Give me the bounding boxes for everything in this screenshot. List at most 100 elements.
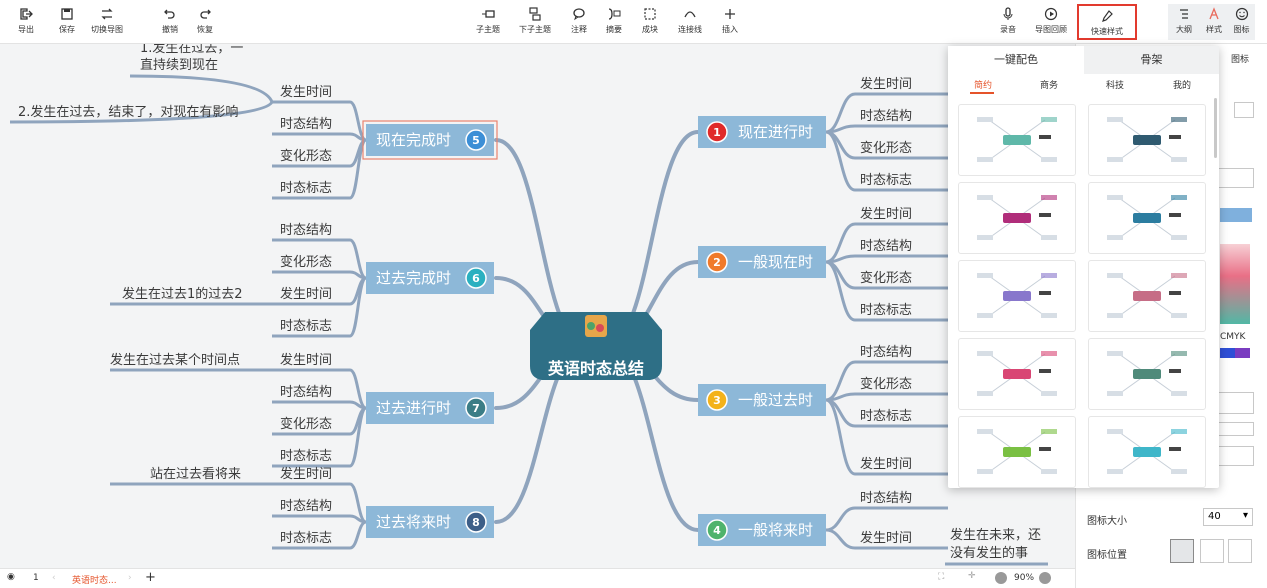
- subtopic-label: 变化形态: [860, 376, 912, 392]
- save-button[interactable]: 保存: [59, 7, 75, 35]
- icon-position-left[interactable]: [1170, 539, 1194, 563]
- badge-number: 8: [472, 516, 480, 529]
- note-text: 2.发生在过去，结束了，对现在有影响: [18, 104, 238, 120]
- subtopic-label: 时态结构: [280, 499, 332, 514]
- brush-icon: [1102, 10, 1113, 22]
- style-thumbnail[interactable]: [958, 260, 1076, 332]
- style-thumbnail[interactable]: [1088, 104, 1206, 176]
- subtopic-label: 时态结构: [860, 345, 912, 360]
- number-badge: [706, 389, 728, 411]
- record-button[interactable]: 录音: [1000, 7, 1016, 35]
- subtopic-label: 发生时间: [280, 466, 332, 482]
- thumbnail-preview: [1107, 195, 1187, 240]
- outline-button[interactable]: 大纲: [1168, 4, 1200, 40]
- locate-icon[interactable]: ✛: [968, 571, 976, 581]
- subtab-mine[interactable]: 我的: [1173, 81, 1192, 91]
- subtopic-label: 时态标志: [860, 173, 912, 188]
- note-icon: [573, 8, 585, 21]
- icon-position-right[interactable]: [1228, 539, 1252, 563]
- branch-line: [824, 260, 857, 322]
- style-thumbnail[interactable]: [958, 416, 1076, 488]
- add-sheet-button[interactable]: +: [145, 570, 156, 585]
- line-width-input[interactable]: [1216, 422, 1254, 436]
- panel-tab-icon[interactable]: 图标: [1231, 55, 1250, 65]
- subtab-tech[interactable]: 科技: [1106, 81, 1125, 91]
- quick-style-popup: 一键配色 骨架 简约 商务 科技 我的: [948, 46, 1219, 488]
- chevron-left-icon[interactable]: ‹: [52, 573, 56, 583]
- summary-button[interactable]: 摘要: [606, 7, 622, 35]
- outline-icon: [1180, 9, 1188, 19]
- central-image-detail: [587, 322, 595, 330]
- chevron-right-icon[interactable]: ›: [128, 573, 132, 583]
- icon-size-select[interactable]: 40 ▾: [1203, 508, 1253, 526]
- color-swatch[interactable]: [1220, 208, 1252, 222]
- replay-button[interactable]: 导图回顾: [1035, 7, 1067, 35]
- thumbnail-preview: [977, 429, 1057, 474]
- line-color-select[interactable]: [1216, 446, 1254, 466]
- color-row[interactable]: [1220, 348, 1250, 358]
- style-thumbnail[interactable]: [1088, 260, 1206, 332]
- undo-button[interactable]: 撤销: [162, 7, 178, 35]
- tab-skeleton[interactable]: 骨架: [1084, 46, 1219, 74]
- switch-map-button[interactable]: 切换导图: [91, 7, 123, 35]
- badge-number: 5: [472, 134, 480, 147]
- child-subtopic-button[interactable]: 下子主题: [519, 7, 551, 35]
- subtopic-label: 发生时间: [280, 286, 332, 302]
- connector-button[interactable]: 连接线: [678, 7, 702, 35]
- icon-button[interactable]: 图标: [1228, 4, 1255, 40]
- sheet-tab[interactable]: 英语时态...: [72, 576, 117, 586]
- branch-line: [348, 138, 368, 200]
- style-thumbnail[interactable]: [958, 104, 1076, 176]
- subtopic-label: 变化形态: [280, 416, 332, 432]
- subtopic-label: 发生时间: [860, 76, 912, 92]
- note-button[interactable]: 注释: [571, 7, 587, 35]
- subtopic-label: 时态标志: [280, 319, 332, 334]
- zoom-in-icon[interactable]: [1039, 572, 1051, 584]
- style-thumbnail[interactable]: [958, 338, 1076, 410]
- subtopic-label: 变化形态: [860, 140, 912, 156]
- central-topic[interactable]: [530, 312, 662, 380]
- export-icon: [20, 8, 33, 20]
- tab-color-scheme[interactable]: 一键配色: [948, 46, 1084, 74]
- fit-screen-icon[interactable]: ⛶: [938, 572, 945, 582]
- quick-style-button[interactable]: 快速样式: [1077, 4, 1137, 40]
- subtopic-label: 时态标志: [860, 303, 912, 318]
- number-badge: [706, 121, 728, 143]
- popup-scrollbar[interactable]: [1214, 98, 1217, 158]
- subtopic-button[interactable]: 子主题: [476, 7, 500, 35]
- style-button[interactable]: 样式: [1200, 4, 1228, 40]
- cmyk-label[interactable]: CMYK: [1220, 332, 1246, 342]
- icon-size-label: 图标大小: [1087, 516, 1127, 527]
- boundary-button[interactable]: 成块: [642, 7, 658, 35]
- topic-label: 一般现在时: [738, 253, 813, 271]
- topic-label: 现在完成时: [376, 131, 451, 149]
- thumbnail-preview: [1107, 351, 1187, 396]
- zoom-level: 90%: [1014, 573, 1035, 583]
- redo-button[interactable]: 恢复: [197, 7, 213, 35]
- subtopic-label: 时态标志: [280, 449, 332, 464]
- badge-number: 1: [713, 126, 721, 139]
- style-thumbnail[interactable]: [1088, 416, 1206, 488]
- thumbnail-preview: [977, 117, 1057, 162]
- style-thumbnail[interactable]: [1088, 338, 1206, 410]
- subtab-simple[interactable]: 简约: [974, 81, 993, 91]
- badge-number: 7: [472, 402, 480, 415]
- subtab-business[interactable]: 商务: [1040, 81, 1059, 91]
- note-text: 没有发生的事: [950, 545, 1028, 561]
- topic-label: 过去完成时: [376, 269, 451, 287]
- icon-position-top[interactable]: [1200, 539, 1224, 563]
- branch-line: [824, 506, 857, 532]
- boundary-icon: [644, 8, 656, 20]
- color-palette[interactable]: [1220, 244, 1250, 324]
- export-button[interactable]: 导出: [18, 7, 34, 35]
- align-icon[interactable]: [1234, 102, 1254, 118]
- eye-icon[interactable]: ◉: [7, 572, 15, 582]
- subtopic-label: 变化形态: [860, 270, 912, 286]
- style-thumbnail[interactable]: [1088, 182, 1206, 254]
- zoom-out-icon[interactable]: [995, 572, 1007, 584]
- subtopic-label: 时态结构: [860, 491, 912, 506]
- style-thumbnail[interactable]: [958, 182, 1076, 254]
- line-style-select[interactable]: [1216, 392, 1254, 414]
- insert-button[interactable]: 插入: [722, 7, 738, 35]
